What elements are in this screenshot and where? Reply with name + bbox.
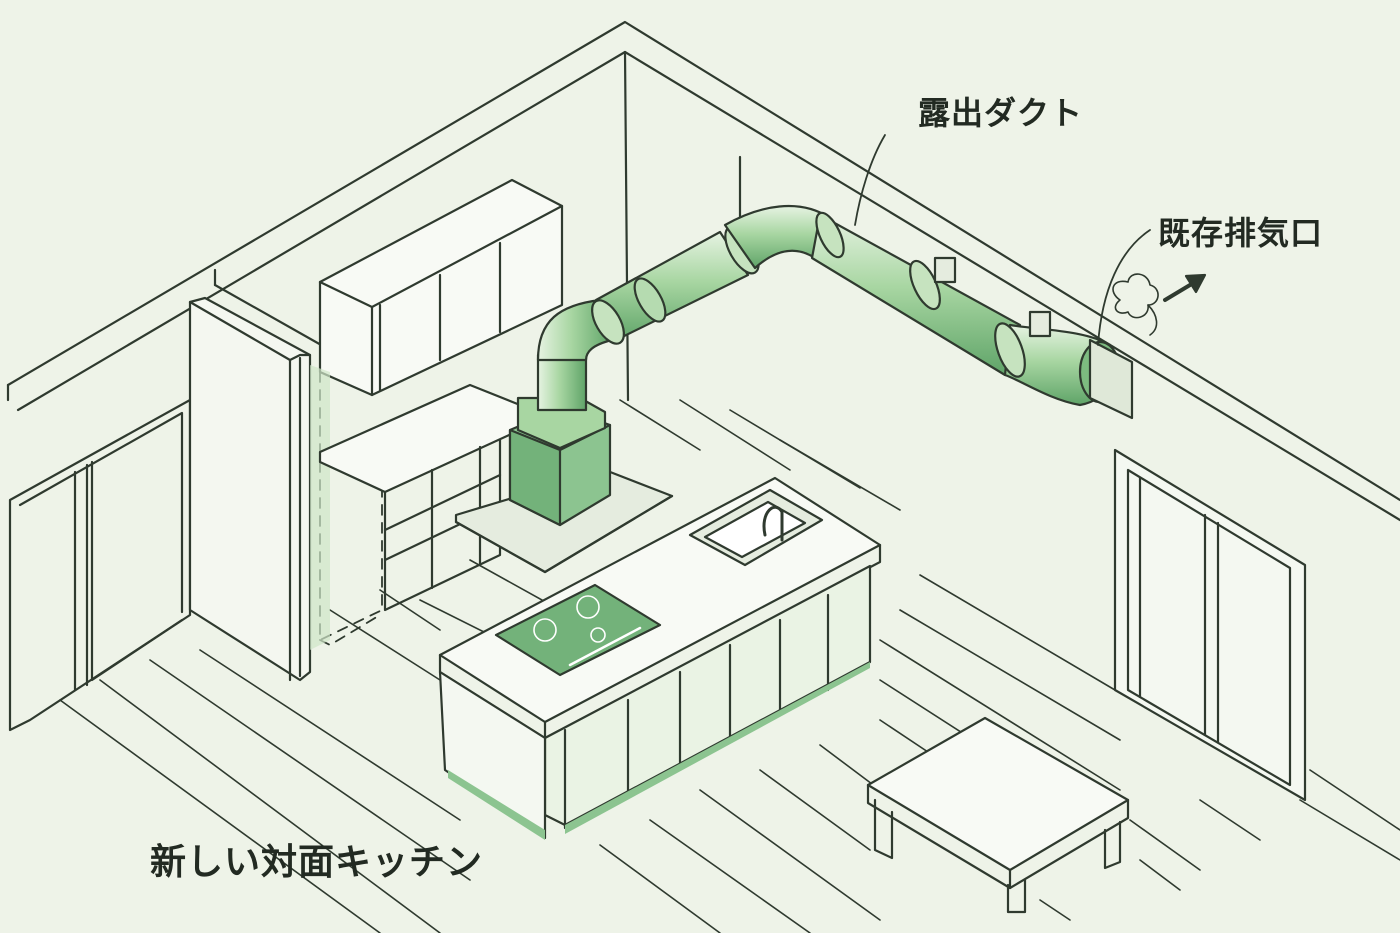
right-window [1113,448,1307,802]
label-leaders [854,134,1151,346]
wall-cabinets [318,178,564,397]
coffee-table [866,716,1130,914]
burner-icon [533,595,642,667]
exposed-duct [536,205,1134,420]
partition-wall [188,296,312,682]
floor-planks [59,399,1400,933]
new-kitchen-label: 新しい対面キッチン [150,842,484,883]
existing-exhaust-label: 既存排気口 [1158,214,1324,252]
faucet-icon [762,505,784,542]
kitchen-island [438,476,882,840]
left-sliding-door [8,398,192,732]
exposed-duct-label: 露出ダクト [918,94,1084,132]
range-hood [454,396,674,574]
room-walls [6,20,1400,522]
steam-icon [1112,273,1159,336]
arrow-icon [1163,273,1207,302]
back-counter [318,383,522,612]
